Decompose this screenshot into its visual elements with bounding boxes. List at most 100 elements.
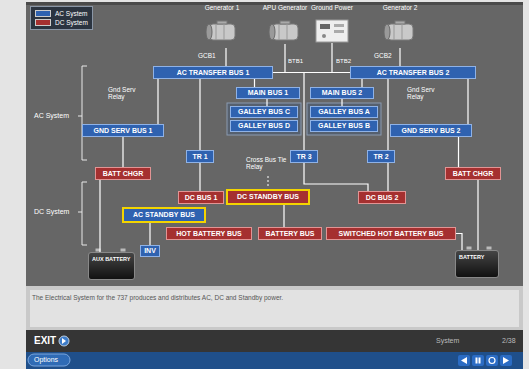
dc-bus-box: BATT CHGR [445, 167, 501, 180]
bus-name: INV [144, 247, 156, 255]
bus-name: DC BUS 2 [366, 194, 399, 202]
bus-name: DC BUS 1 [185, 194, 218, 202]
galley-outline [307, 103, 381, 135]
legend: AC SystemDC System [30, 6, 93, 30]
generator-icon [384, 21, 413, 40]
ac-bus-box: AC TRANSFER BUS 2 [350, 66, 476, 79]
bus-wire [341, 99, 342, 106]
diagram-panel [26, 2, 523, 286]
bus-name: GND SERV BUS 1 [94, 127, 153, 135]
system-label: DC System [34, 208, 69, 216]
ac-bus-box: MAIN BUS 2 [310, 87, 374, 99]
bus-wire [266, 99, 267, 106]
bus-wire [254, 79, 255, 87]
bus-name: AC TRANSFER BUS 2 [377, 69, 450, 77]
legend-swatch [35, 10, 51, 17]
bus-name: GALLEY BUS D [238, 122, 290, 130]
nav-buttons [458, 355, 512, 366]
bus-name: AC STANDBY BUS [133, 211, 195, 219]
breaker-label: GCB1 [198, 52, 216, 59]
dc-bus-box: BATTERY BUS [258, 227, 322, 240]
battery: AUX BATTERY [88, 252, 135, 280]
breaker-label: GCB2 [374, 52, 392, 59]
bus-name: GALLEY BUS B [318, 122, 370, 130]
bus-name: TR 2 [373, 153, 388, 161]
galley-outline [227, 103, 301, 135]
dc-bus-box: HOT BATTERY BUS [166, 227, 252, 240]
bus-wire [283, 205, 284, 227]
bus-name: GALLEY BUS C [238, 108, 290, 116]
bus-name: BATT CHGR [103, 170, 144, 178]
bus-name: APU Generator [263, 4, 307, 11]
power-source: Generator 1 [200, 4, 244, 48]
dc-bus-box: BATT CHGR [95, 167, 151, 180]
bus-name: TR 1 [192, 153, 207, 161]
cross-bus-tie-wire [268, 176, 269, 188]
legend-swatch [35, 19, 51, 26]
ac-bus-box: GALLEY BUS C [230, 106, 298, 118]
bus-name: Generator 2 [383, 4, 418, 11]
ac-bus-box: GALLEY BUS A [310, 106, 378, 118]
highlighted-bus-box: AC STANDBY BUS [122, 207, 206, 223]
power-source: Generator 2 [378, 4, 422, 48]
ac-bus-box: GALLEY BUS B [310, 120, 378, 132]
ac-bus-box: TR 2 [367, 150, 395, 163]
bus-wire [304, 163, 368, 191]
dc-bus-box: SWITCHED HOT BATTERY BUS [326, 227, 456, 240]
bus-name: TR 3 [296, 153, 311, 161]
power-source: APU Generator [259, 4, 312, 48]
bus-wire [361, 79, 362, 87]
bus-wire [99, 180, 100, 252]
bus-wire [157, 79, 158, 124]
system-label: AC System [34, 112, 69, 120]
dc-bus-box: DC BUS 2 [358, 191, 406, 204]
legend-row: AC System [35, 9, 88, 18]
bus-wire [477, 180, 478, 250]
bus-name: AC TRANSFER BUS 1 [177, 69, 250, 77]
bus-wire [149, 223, 150, 245]
bus-wire [199, 163, 200, 191]
exit-button-text: EXIT [34, 335, 56, 346]
bus-name: GALLEY BUS A [318, 108, 370, 116]
bus-name: DC STANDBY BUS [237, 193, 299, 201]
bus-name: AUX BATTERY [92, 256, 131, 262]
ac-bus-box: GND SERV BUS 1 [82, 124, 164, 137]
exit-icon [59, 336, 69, 346]
section-name: System [436, 337, 459, 345]
ac-bus-box: AC TRANSFER BUS 1 [153, 66, 273, 79]
bus-name: MAIN BUS 2 [322, 89, 362, 97]
bus-name: BATTERY BUS [266, 230, 315, 238]
bus-name: MAIN BUS 1 [248, 89, 288, 97]
caption: The Electrical System for the 737 produc… [32, 294, 512, 302]
battery: BATTERY [455, 250, 499, 278]
bus-wire [387, 163, 388, 191]
page-number: 2/38 [502, 337, 516, 345]
bus-name: Ground Power [311, 4, 353, 11]
control-bar [26, 330, 523, 352]
options-button [28, 354, 70, 366]
system-bracket [78, 66, 87, 245]
ac-bus-box: TR 1 [186, 150, 214, 163]
bus-name: Generator 1 [205, 4, 240, 11]
highlighted-bus-box: DC STANDBY BUS [226, 189, 310, 205]
nav-bar [26, 352, 523, 369]
bus-wire [225, 48, 226, 66]
bus-wire [399, 48, 400, 66]
ac-bus-box: GND SERV BUS 2 [390, 124, 472, 137]
bus-wire [387, 79, 388, 150]
ac-bus-box: GALLEY BUS D [230, 120, 298, 132]
legend-text: AC System [55, 10, 88, 17]
bus-wire [456, 234, 462, 251]
bus-wire [458, 137, 459, 167]
bus-wire [199, 79, 200, 150]
ac-bus-box: MAIN BUS 1 [236, 87, 300, 99]
relay-label: Gnd Serv Relay [108, 86, 142, 100]
power-source: Ground Power [307, 4, 357, 48]
bus-wire [122, 137, 123, 167]
options-button-text: Options [34, 356, 58, 364]
bus-wire [467, 79, 468, 124]
legend-row: DC System [35, 18, 88, 27]
ac-bus-box: TR 3 [290, 150, 318, 163]
